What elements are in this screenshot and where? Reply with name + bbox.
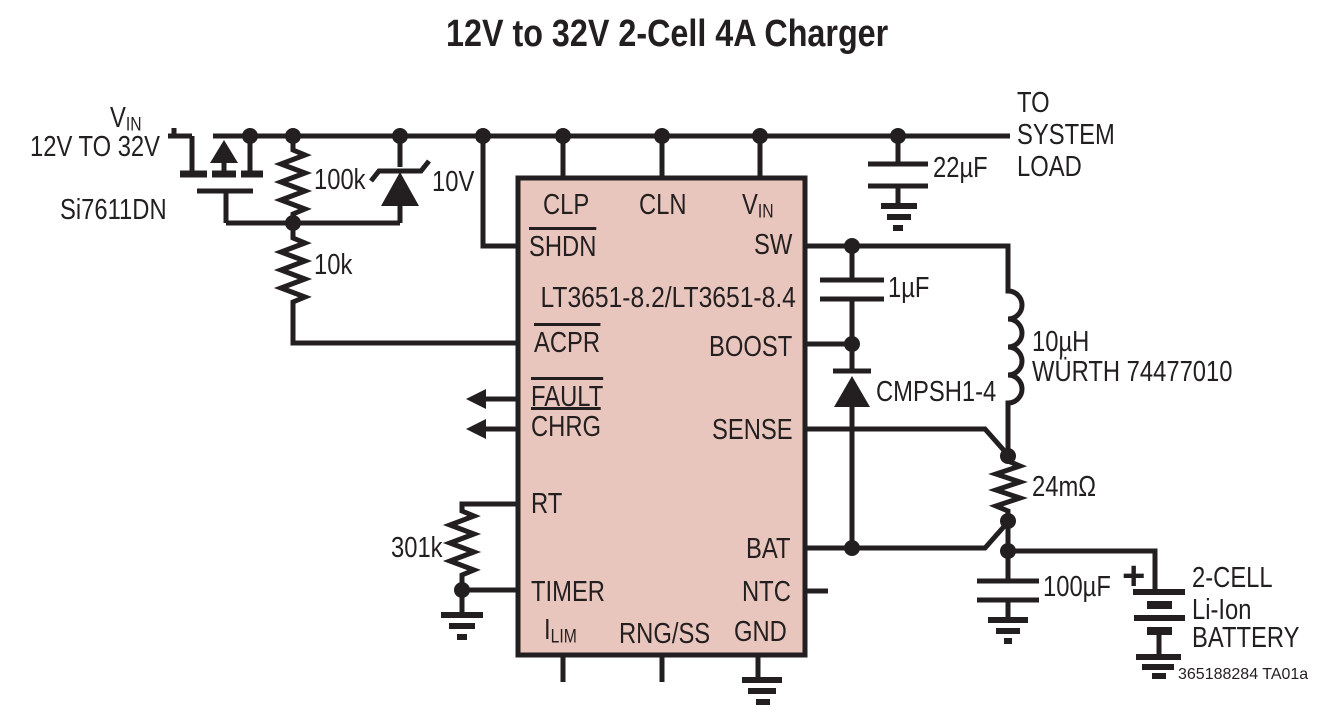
pin-gnd: GND bbox=[734, 616, 787, 648]
vin-range-label: 12V TO 32V bbox=[30, 131, 161, 163]
pin-shdn: SHDN bbox=[529, 227, 611, 262]
pin-sw: SW bbox=[754, 229, 793, 261]
load-label-line1: TO bbox=[1017, 87, 1050, 119]
sw-wire-and-inductor-symbol bbox=[803, 243, 1025, 456]
battery-label-line1: 2-CELL bbox=[1192, 562, 1273, 594]
shdn-wire bbox=[480, 136, 520, 249]
pin-clp: CLP bbox=[543, 189, 590, 221]
battery-label-line3: BATTERY bbox=[1192, 622, 1300, 654]
battery-label-line2: Li-Ion bbox=[1192, 594, 1252, 626]
ic-body bbox=[515, 175, 808, 658]
mosfet-symbol bbox=[180, 136, 263, 223]
battery-symbol bbox=[1133, 589, 1185, 679]
pullup-resistor-100k-symbol bbox=[273, 136, 313, 223]
load-label-line3: LOAD bbox=[1017, 151, 1082, 183]
pin-acpr: ACPR bbox=[534, 323, 615, 358]
cap-100uf-label: 100µF bbox=[1043, 571, 1111, 603]
pin-rt: RT bbox=[531, 488, 563, 520]
rt-timer-resistor-301k-network bbox=[441, 501, 520, 640]
cap-22uf-label: 22µF bbox=[933, 152, 988, 184]
boost-diode-symbol bbox=[833, 344, 871, 548]
output-cap-100uf-symbol bbox=[977, 551, 1039, 644]
resistor-301k-label: 301k bbox=[391, 532, 443, 564]
sense-kelvin-wire bbox=[803, 426, 1010, 457]
sense-resistor-label: 24mΩ bbox=[1032, 471, 1097, 503]
input-cap-22uf-symbol bbox=[868, 136, 928, 231]
inductor-value-label: 10µH bbox=[1032, 326, 1090, 358]
zener-diode-symbol bbox=[226, 136, 431, 226]
figure-note: 365188284 TA01a bbox=[1178, 666, 1309, 683]
gnd-pin-ground-symbol bbox=[742, 653, 782, 705]
fault-status-arrow bbox=[466, 389, 520, 409]
boost-cap-1uf-symbol bbox=[803, 246, 884, 347]
pin-sense: SENSE bbox=[712, 414, 793, 446]
schematic-title: 12V to 32V 2-Cell 4A Charger bbox=[446, 13, 889, 55]
mosfet-label: Si7611DN bbox=[60, 194, 167, 226]
junction-dots bbox=[242, 128, 1016, 598]
zener-10v-label: 10V bbox=[432, 166, 475, 198]
pin-ntc: NTC bbox=[742, 576, 791, 608]
pin-ilim: ILIM bbox=[544, 614, 577, 648]
cap-1uf-label: 1µF bbox=[888, 272, 930, 304]
inductor-part-label: WÜRTH 74477010 bbox=[1032, 356, 1233, 388]
sense-resistor-24mohm-symbol bbox=[988, 456, 1028, 521]
diode-cmpsh-label: CMPSH1-4 bbox=[876, 376, 997, 408]
ic-bottom-pin-stubs bbox=[560, 653, 665, 682]
battery-plus-sign: + bbox=[1122, 554, 1146, 598]
pin-boost: BOOST bbox=[709, 331, 793, 363]
pin-bat: BAT bbox=[746, 533, 791, 565]
pin-chrg: CHRG bbox=[531, 407, 616, 442]
gate-resistor-10k-symbol bbox=[273, 223, 520, 346]
resistor-10k-label: 10k bbox=[314, 249, 353, 281]
vin-input-label: VIN bbox=[110, 102, 142, 136]
pin-vin: VIN bbox=[742, 189, 774, 223]
pin-rngss: RNG/SS bbox=[619, 618, 711, 650]
pin-timer: TIMER bbox=[531, 576, 605, 608]
chrg-status-arrow bbox=[466, 419, 520, 439]
bat-kelvin-wire bbox=[803, 520, 1010, 551]
resistor-100k-label: 100k bbox=[314, 164, 366, 196]
ic-part-number: LT3651-8.2/LT3651-8.4 bbox=[540, 282, 796, 314]
pin-cln: CLN bbox=[639, 189, 687, 221]
main-rail-wire bbox=[168, 128, 1010, 139]
load-label-line2: SYSTEM bbox=[1017, 119, 1115, 151]
